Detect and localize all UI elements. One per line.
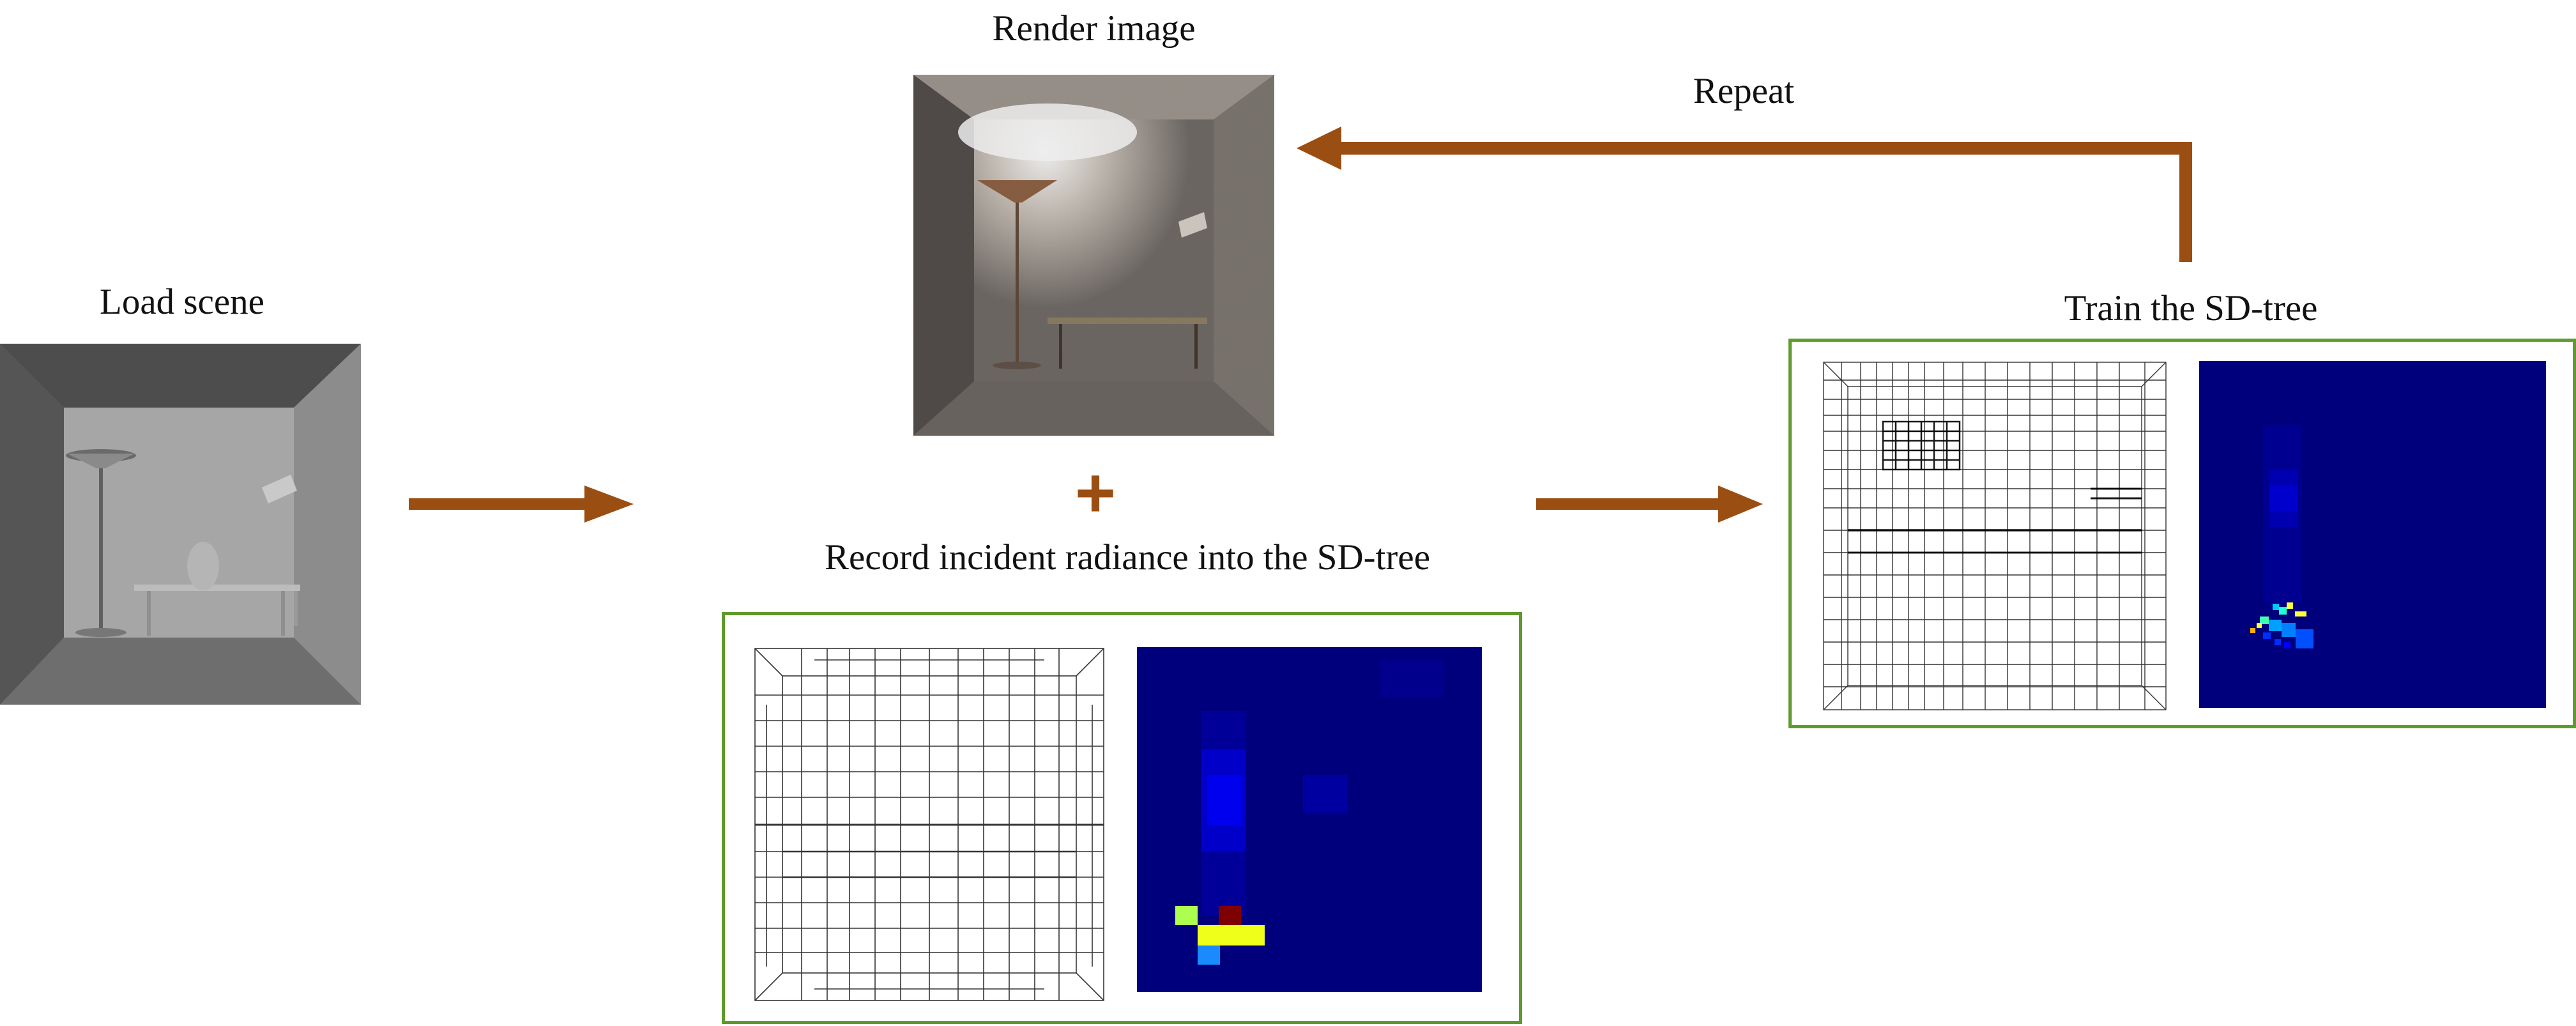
step-label-record: Record incident radiance into the SD-tre… — [824, 537, 1431, 578]
train-spatial-tree-wireframe — [1823, 362, 2167, 710]
record-spatial-tree-wireframe — [754, 648, 1104, 1001]
arrow-repeat-horizontal — [1338, 142, 2192, 155]
record-panel — [722, 612, 1522, 1024]
step-label-train: Train the SD-tree — [2064, 288, 2318, 328]
record-radiance-heatmap — [1137, 647, 1482, 992]
load-scene-image — [0, 344, 361, 705]
arrow-head-repeat — [1297, 126, 1341, 170]
arrow-head-load-to-render — [584, 486, 634, 523]
train-panel — [1788, 339, 2576, 728]
step-label-load-scene: Load scene — [100, 282, 264, 322]
arrow-repeat-vertical — [2179, 142, 2192, 262]
arrow-shaft-load-to-render — [409, 498, 588, 510]
train-radiance-heatmap — [2199, 361, 2546, 708]
render-image — [913, 75, 1274, 436]
step-label-repeat: Repeat — [1693, 71, 1795, 111]
arrow-head-render-to-train — [1718, 486, 1763, 523]
step-label-render-image: Render image — [992, 8, 1196, 49]
plus-sign: + — [1074, 454, 1117, 532]
arrow-shaft-render-to-train — [1536, 498, 1721, 510]
